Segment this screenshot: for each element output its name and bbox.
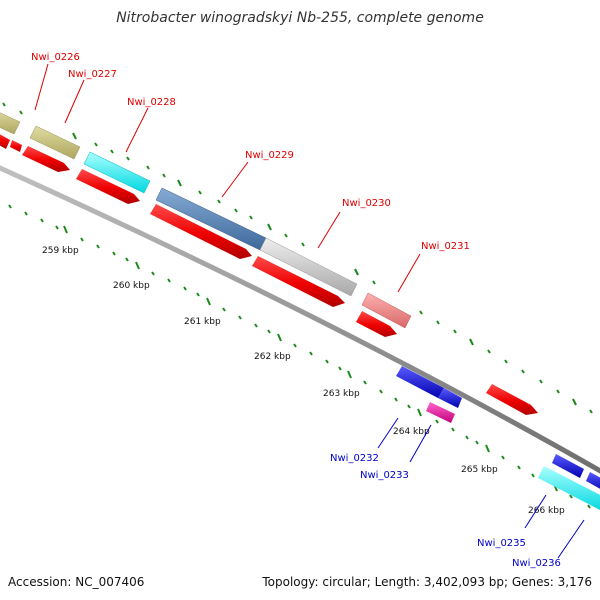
cds-arrow[interactable] bbox=[486, 384, 538, 415]
cds-arrow[interactable] bbox=[22, 146, 70, 172]
gene-feature-nwi-0226[interactable] bbox=[0, 110, 21, 135]
scale-label-265: 265 kbp bbox=[461, 465, 498, 475]
cds-arrow[interactable] bbox=[76, 169, 140, 204]
accession-label: Accession: NC_007406 bbox=[8, 575, 144, 589]
gene-feature-nwi-0228[interactable] bbox=[83, 151, 151, 194]
cds-arrow[interactable] bbox=[10, 140, 22, 152]
gene-label-nwi-0226: Nwi_0226 bbox=[31, 52, 80, 63]
gene-feature-nwi-0227[interactable] bbox=[29, 125, 81, 160]
gene-label-nwi-0232: Nwi_0232 bbox=[330, 453, 379, 464]
scale-label-263: 263 kbp bbox=[323, 389, 360, 399]
gene-feature-nwi-0233[interactable] bbox=[426, 402, 455, 423]
gene-feature-nwi-0232b[interactable] bbox=[438, 388, 462, 408]
label-leader-lines-blue bbox=[377, 417, 585, 559]
gene-feature-nwi-0230[interactable] bbox=[259, 237, 358, 297]
cds-arrow[interactable] bbox=[252, 256, 345, 307]
gene-label-nwi-0235: Nwi_0235 bbox=[477, 538, 526, 549]
scale-label-262: 262 kbp bbox=[254, 352, 291, 362]
scale-label-260: 260 kbp bbox=[113, 281, 150, 291]
scale-label-261: 261 kbp bbox=[184, 317, 221, 327]
map-title: Nitrobacter winogradskyi Nb-255, complet… bbox=[116, 10, 484, 26]
gene-feature-nwi-0235[interactable] bbox=[552, 454, 584, 478]
topology-summary: Topology: circular; Length: 3,402,093 bp… bbox=[261, 575, 592, 589]
gene-feature-nwi-0236b[interactable] bbox=[586, 472, 600, 492]
gene-label-nwi-0233: Nwi_0233 bbox=[360, 470, 409, 481]
gene-label-nwi-0228: Nwi_0228 bbox=[127, 97, 176, 108]
cds-arrow[interactable] bbox=[0, 131, 10, 149]
scale-tick-row bbox=[8, 204, 591, 509]
cds-arrow[interactable] bbox=[356, 311, 397, 337]
gene-label-nwi-0227: Nwi_0227 bbox=[68, 69, 117, 80]
gene-feature-nwi-0231[interactable] bbox=[361, 292, 412, 329]
scale-label-264: 264 kbp bbox=[393, 427, 430, 437]
gene-label-nwi-0231: Nwi_0231 bbox=[421, 241, 470, 252]
gene-feature-nwi-0236[interactable] bbox=[538, 466, 600, 512]
gene-label-nwi-0236: Nwi_0236 bbox=[512, 558, 561, 569]
scale-label-266: 266 kbp bbox=[528, 506, 565, 516]
gene-feature-nwi-0232[interactable] bbox=[396, 366, 444, 398]
label-leader-lines-red bbox=[34, 63, 421, 293]
gene-label-nwi-0229: Nwi_0229 bbox=[245, 150, 294, 161]
scale-label-259: 259 kbp bbox=[42, 246, 79, 256]
outer-tick-row bbox=[2, 102, 593, 414]
gene-label-nwi-0230: Nwi_0230 bbox=[342, 198, 391, 209]
genome-backbone bbox=[0, 165, 600, 474]
cds-arrow[interactable] bbox=[150, 204, 252, 259]
